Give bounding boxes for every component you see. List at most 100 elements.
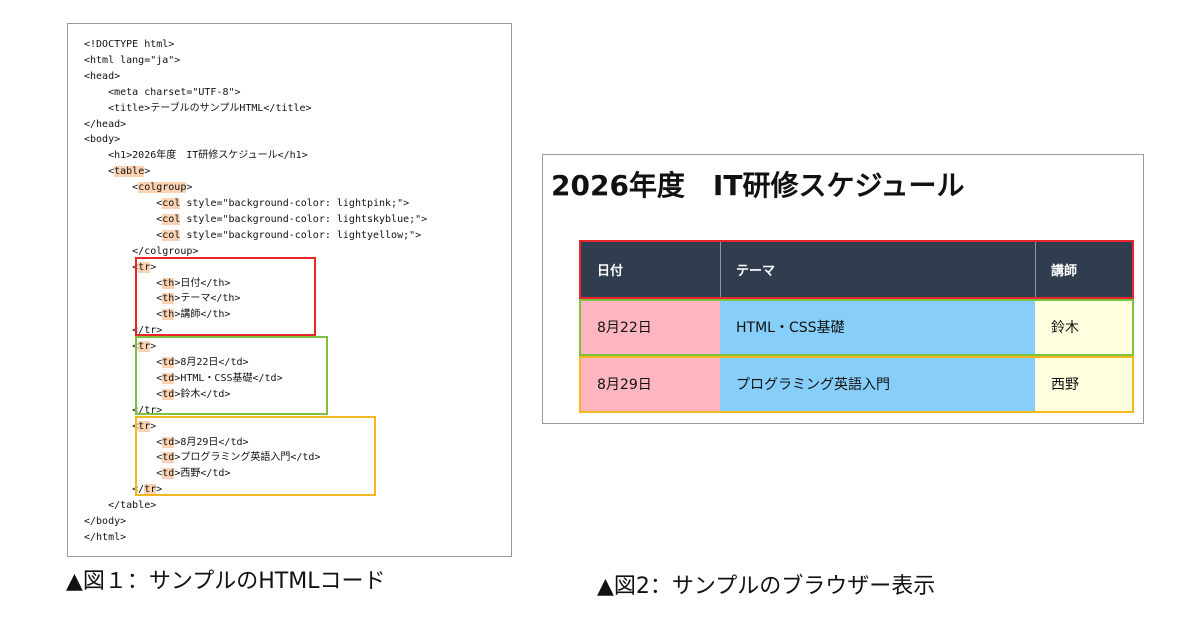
code-line: <table> <box>84 165 150 178</box>
code-text: < <box>84 277 163 289</box>
code-line: <th>日付</th> <box>84 277 230 290</box>
tag-name-highlight: td <box>162 388 175 400</box>
code-line: <td>西野</td> <box>84 467 230 480</box>
code-text: </body> <box>84 516 127 527</box>
code-text: </head> <box>84 118 127 130</box>
tag-name-highlight: col <box>162 198 181 209</box>
row2-render-highlight <box>579 356 1134 413</box>
tag-name-highlight: tr <box>138 261 151 273</box>
header-row-code-highlight <box>135 257 316 336</box>
header-row-render-highlight <box>579 240 1134 299</box>
tag-name-highlight: tr <box>138 341 151 353</box>
code-line: <td>8月29日</td> <box>84 436 249 449</box>
tag-name-highlight: table <box>114 166 145 178</box>
code-text: <body> <box>84 134 121 146</box>
code-text: >講師</th> <box>174 309 231 321</box>
code-text: >鈴木</td> <box>174 388 231 400</box>
code-text: style="background-color: lightskyblue;"> <box>180 213 428 225</box>
code-line: <head> <box>84 70 120 83</box>
code-line: </tr> <box>84 483 162 496</box>
tag-name-highlight: td <box>162 436 175 448</box>
tag-name-highlight: th <box>162 293 175 305</box>
code-text: < <box>84 229 163 241</box>
code-text: </tr> <box>84 325 163 337</box>
code-text: >8月22日</td> <box>174 357 249 368</box>
code-text: < <box>84 357 163 368</box>
code-text: >西野</td> <box>174 468 231 480</box>
code-text: < <box>84 452 163 464</box>
code-line: </tr> <box>84 324 162 337</box>
code-line: <td>鈴木</td> <box>84 388 230 401</box>
code-text: <h1>2026年度 IT研修スケジュール</h1> <box>84 150 308 162</box>
row1-code-highlight <box>135 336 328 415</box>
code-text: < <box>84 261 139 273</box>
code-text: > <box>150 341 157 353</box>
code-line: </body> <box>84 515 126 528</box>
code-line: </head> <box>84 118 126 131</box>
figure1-caption: ▲図１：サンプルのHTMLコード <box>66 569 386 594</box>
code-text: </colgroup> <box>84 245 199 257</box>
code-text: > <box>150 420 157 432</box>
code-text: </ <box>84 484 145 496</box>
code-text: < <box>84 388 163 400</box>
code-line: </html> <box>84 531 126 544</box>
tag-name-highlight: td <box>162 468 175 480</box>
code-text: <html lang="ja"> <box>84 54 181 66</box>
code-line: <meta charset="UTF-8"> <box>84 86 240 99</box>
row2-theme-cell: プログラミング英語入門 <box>720 357 1035 411</box>
code-line: </table> <box>84 499 156 512</box>
row1-render-highlight <box>579 299 1134 356</box>
code-text: < <box>84 293 163 305</box>
tag-name-highlight: td <box>162 452 175 464</box>
code-line: <col style="background-color: lightyello… <box>84 229 421 242</box>
code-text: style="background-color: lightpink;"> <box>180 198 410 209</box>
code-line: <title>テーブルのサンプルHTML</title> <box>84 102 312 115</box>
code-text: < <box>84 372 163 384</box>
code-text: < <box>84 420 139 432</box>
header-divider <box>720 242 721 297</box>
tag-name-highlight: tr <box>144 484 157 496</box>
code-text: >8月29日</td> <box>174 436 249 448</box>
code-line: <h1>2026年度 IT研修スケジュール</h1> <box>84 149 308 162</box>
code-text: <head> <box>84 70 121 82</box>
code-line: <col style="background-color: lightskybl… <box>84 213 427 226</box>
code-text: < <box>84 309 163 321</box>
code-text: </tr> <box>84 404 163 416</box>
code-line: <colgroup> <box>84 181 192 194</box>
code-line: <!DOCTYPE html> <box>84 38 174 51</box>
code-line: </colgroup> <box>84 245 198 258</box>
code-text: > <box>186 182 193 194</box>
code-text: < <box>84 198 163 209</box>
row1-instructor-cell: 鈴木 <box>1035 300 1132 354</box>
header-divider <box>1035 242 1036 297</box>
code-text: </table> <box>84 500 157 512</box>
code-text: < <box>84 166 115 178</box>
code-line: <th>講師</th> <box>84 308 230 321</box>
code-text: < <box>84 468 163 480</box>
code-text: >日付</th> <box>174 277 231 289</box>
header-cell-date: 日付 <box>581 242 720 297</box>
code-text: < <box>84 341 139 353</box>
code-text: > <box>150 261 157 273</box>
code-text: < <box>84 436 163 448</box>
code-text: < <box>84 213 163 225</box>
tag-name-highlight: colgroup <box>138 182 187 194</box>
header-cell-instructor: 講師 <box>1035 242 1132 297</box>
code-text: >テーマ</th> <box>174 293 241 305</box>
code-text: < <box>84 182 139 194</box>
code-panel <box>67 23 512 557</box>
code-line: <td>8月22日</td> <box>84 356 249 369</box>
tag-name-highlight: th <box>162 309 175 321</box>
code-text: <!DOCTYPE html> <box>84 39 175 50</box>
code-text: > <box>144 166 151 178</box>
row2-instructor-cell: 西野 <box>1035 357 1132 411</box>
code-line: </tr> <box>84 404 162 417</box>
code-text: > <box>156 484 163 496</box>
tag-name-highlight: td <box>162 357 175 368</box>
code-line: <html lang="ja"> <box>84 54 180 67</box>
code-text: style="background-color: lightyellow;"> <box>180 229 422 241</box>
code-text: <title>テーブルのサンプルHTML</title> <box>84 102 312 114</box>
tag-name-highlight: th <box>162 277 175 289</box>
tag-name-highlight: col <box>162 229 181 241</box>
code-line: <th>テーマ</th> <box>84 292 240 305</box>
